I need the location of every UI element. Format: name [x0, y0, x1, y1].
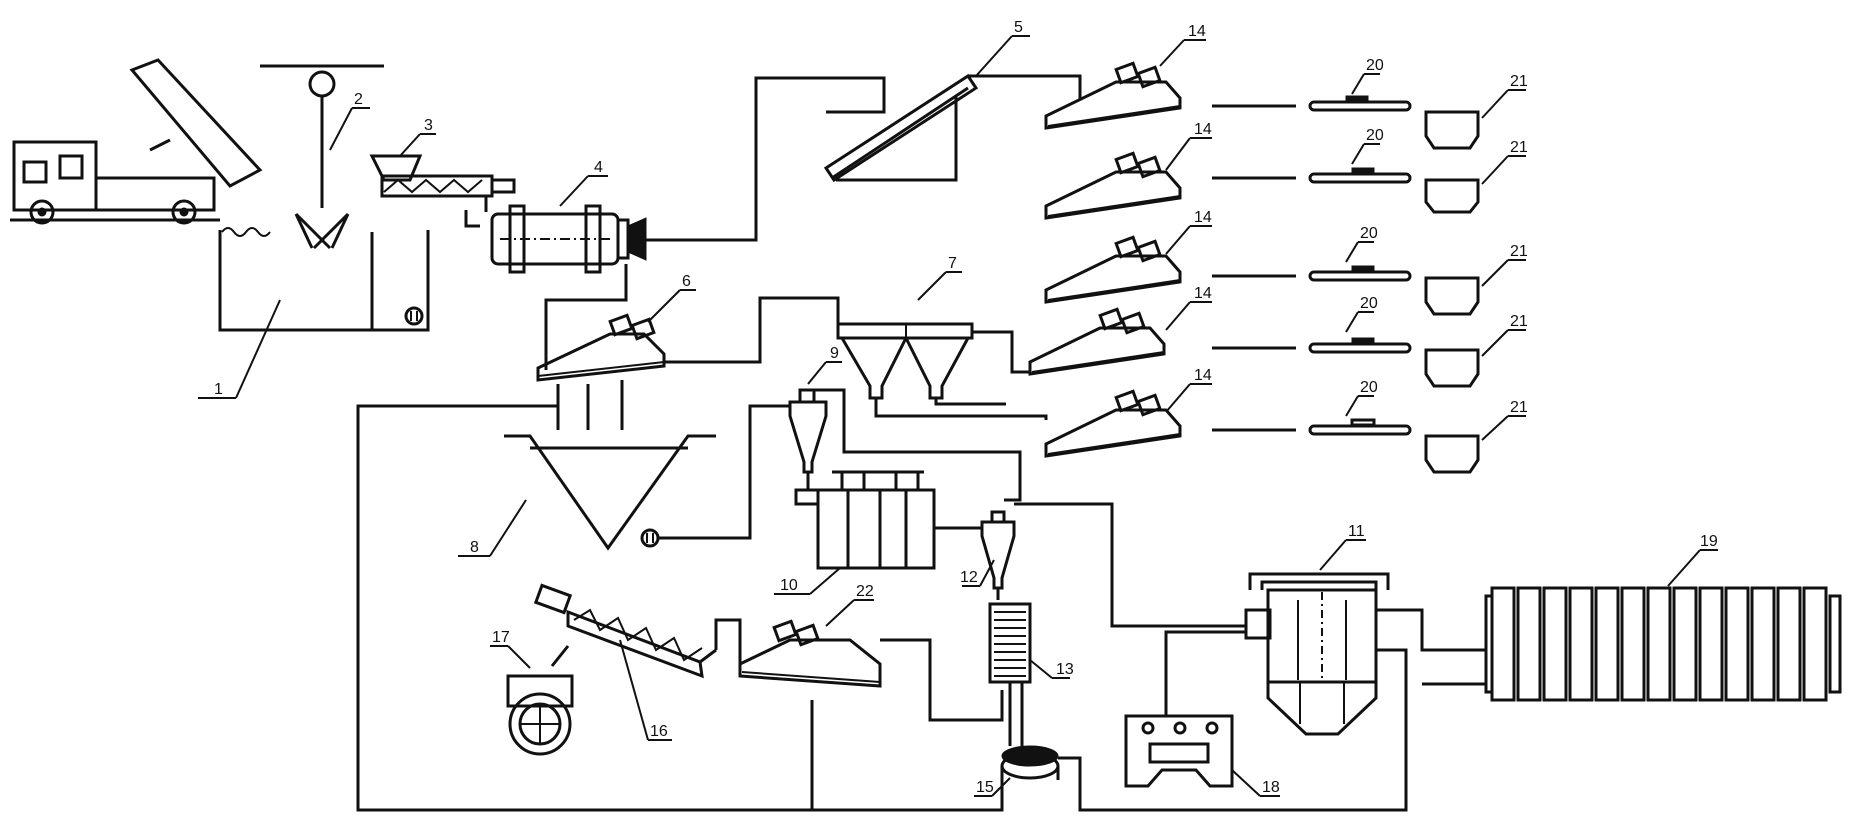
- screen-row-1: [1044, 39, 1526, 150]
- screen-row-3: [1044, 225, 1526, 316]
- label-17: 17: [492, 629, 510, 646]
- label-21-d: 21: [1510, 313, 1528, 330]
- label-22: 22: [856, 583, 874, 600]
- label-18: 18: [1262, 779, 1280, 796]
- label-15: 15: [976, 779, 994, 796]
- settling-tank-8: [458, 434, 716, 557]
- label-21-b: 21: [1510, 139, 1528, 156]
- label-6: 6: [682, 273, 691, 290]
- label-14-d: 14: [1194, 285, 1212, 302]
- screw-feeder-3: [369, 133, 516, 212]
- label-20-e: 20: [1360, 379, 1378, 396]
- label-14-a: 14: [1188, 23, 1206, 40]
- label-12: 12: [960, 569, 978, 586]
- labels: 1 2 3 4 5 6 7 8 9 10 11 12 13 14 14 14 1…: [214, 19, 1718, 796]
- label-9: 9: [830, 345, 839, 362]
- label-3: 3: [424, 117, 433, 134]
- label-14-e: 14: [1194, 367, 1212, 384]
- label-14-b: 14: [1194, 121, 1212, 138]
- spiral-classifier-16: [533, 583, 717, 741]
- label-4: 4: [594, 159, 603, 176]
- label-20-b: 20: [1366, 127, 1384, 144]
- label-2: 2: [354, 91, 363, 108]
- piping: [356, 74, 1486, 812]
- label-19: 19: [1700, 533, 1718, 550]
- vibrating-screen-6: [536, 289, 696, 382]
- label-1: 1: [214, 381, 223, 398]
- label-21-c: 21: [1510, 243, 1528, 260]
- label-5: 5: [1014, 19, 1023, 36]
- label-7: 7: [948, 255, 957, 272]
- label-20-c: 20: [1360, 225, 1378, 242]
- rotary-drum-4: [464, 175, 647, 274]
- label-8: 8: [470, 539, 479, 556]
- label-20-d: 20: [1360, 295, 1378, 312]
- double-hopper-7: [836, 271, 974, 400]
- control-cabinet-18: [1124, 714, 1280, 797]
- screen-row-2: [1044, 137, 1526, 220]
- label-21-e: 21: [1510, 399, 1528, 416]
- inclined-conveyor-5: [823, 35, 1030, 183]
- label-21-a: 21: [1510, 73, 1528, 90]
- hydrocyclone-9: [788, 361, 842, 490]
- flotation-cells-10: [774, 470, 936, 595]
- dump-truck: [10, 58, 263, 225]
- grab-crane-2: [260, 64, 384, 250]
- label-13: 13: [1056, 661, 1074, 678]
- receiving-pit-1: [198, 227, 430, 399]
- screen-row-4: [1028, 301, 1526, 388]
- thickener-15: [974, 745, 1060, 797]
- bag-filter-11: [1244, 539, 1390, 736]
- label-14-c: 14: [1194, 209, 1212, 226]
- label-10: 10: [780, 577, 798, 594]
- drying-kiln-19: [1484, 549, 1842, 702]
- label-16: 16: [650, 723, 668, 740]
- screen-row-5: [1044, 383, 1526, 474]
- hydrocyclone-12: [962, 510, 1016, 600]
- label-20-a: 20: [1366, 57, 1384, 74]
- ball-mill-17: [490, 645, 574, 756]
- label-11: 11: [1348, 523, 1365, 540]
- dewatering-screen-22: [738, 599, 882, 688]
